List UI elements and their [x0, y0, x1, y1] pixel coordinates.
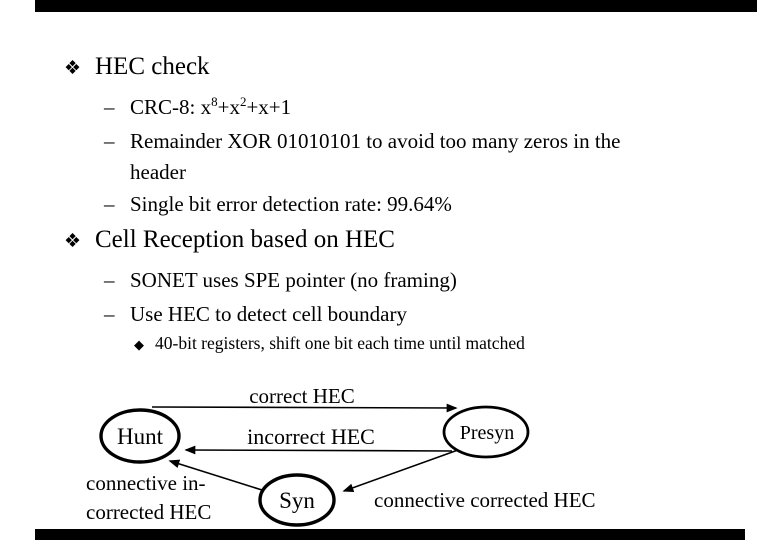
arrow-hunt-to-presyn [151, 403, 458, 413]
hunt-state-ellipse [99, 408, 181, 464]
bottom-border-bar [35, 529, 745, 540]
sonet-text: SONET uses SPE pointer (no framing) [130, 268, 457, 292]
section1-title: HEC check [95, 53, 210, 80]
syn-state-label: Syn [279, 488, 315, 513]
bullet-sonet: – SONET uses SPE pointer (no framing) [104, 265, 457, 296]
dash-bullet-icon: – [104, 192, 115, 216]
use-hec-text: Use HEC to detect cell boundary [130, 302, 407, 326]
arrow-syn-to-hunt [168, 459, 263, 491]
presyn-state-label: Presyn [460, 422, 514, 444]
connective-incorrected-label-line2: corrected HEC [86, 500, 211, 524]
crc8-exponent-2: 2 [239, 94, 247, 109]
section2-title: Cell Reception based on HEC [95, 226, 395, 253]
section2-title-row: ❖ Cell Reception based on HEC [64, 226, 395, 254]
crc8-part1: CRC-8: x [130, 95, 212, 119]
error-rate-text: Single bit error detection rate: 99.64% [130, 192, 452, 216]
bullet-crc8: – CRC-8: x8+x2+x+1 [104, 92, 291, 123]
correct-hec-label: correct HEC [249, 384, 355, 408]
dash-bullet-icon: – [104, 268, 115, 292]
bullet-error-rate: – Single bit error detection rate: 99.64… [104, 189, 452, 220]
top-border-bar [35, 0, 757, 12]
crc8-polynomial: CRC-8: x8+x2+x+1 [130, 92, 291, 123]
crc8-part2: +x [217, 95, 240, 119]
remainder-line1: Remainder XOR 01010101 to avoid too many… [130, 129, 621, 153]
remainder-xor-text: Remainder XOR 01010101 to avoid too many… [130, 126, 710, 188]
section1-title-row: ❖ HEC check [64, 53, 210, 81]
arrow-presyn-to-syn [342, 449, 459, 492]
bullet-40bit-registers: ◆ 40-bit registers, shift one bit each t… [134, 333, 525, 354]
arrow-presyn-to-hunt [184, 445, 453, 455]
connective-incorrected-label-line1: connective in- [86, 471, 206, 495]
bullet-remainder-xor: – Remainder XOR 01010101 to avoid too ma… [104, 126, 710, 188]
diamond-cluster-bullet-icon: ❖ [64, 58, 82, 79]
presyn-state-ellipse [442, 405, 530, 459]
bullet-use-hec: – Use HEC to detect cell boundary [104, 299, 407, 330]
connective-corrected-label: connective corrected HEC [374, 488, 596, 512]
dash-bullet-icon: – [104, 302, 115, 326]
diamond-cluster-bullet-icon: ❖ [64, 231, 82, 252]
remainder-line2: header [130, 160, 186, 184]
incorrect-hec-label: incorrect HEC [247, 424, 375, 449]
registers-text: 40-bit registers, shift one bit each tim… [155, 333, 525, 353]
crc8-exponent-8: 8 [211, 94, 218, 109]
dash-bullet-icon: – [104, 95, 115, 119]
dash-bullet-icon: – [104, 129, 115, 153]
black-diamond-bullet-icon: ◆ [134, 337, 144, 352]
crc8-part3: +x+1 [246, 95, 292, 119]
hunt-state-label: Hunt [117, 424, 164, 449]
syn-state-ellipse [258, 473, 336, 527]
